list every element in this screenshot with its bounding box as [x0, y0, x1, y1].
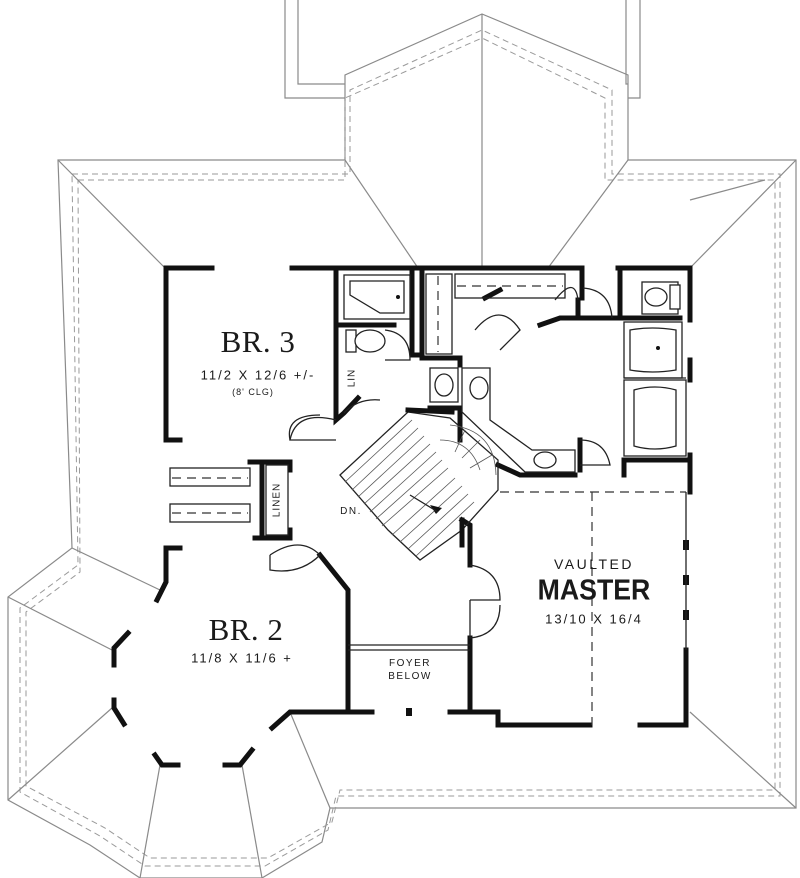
- staircase: [339, 407, 499, 561]
- br3-dimensions: 11/2 X 12/6 +/-: [200, 367, 316, 383]
- master-name: MASTER: [537, 574, 651, 607]
- stair-down-label: DN.: [340, 506, 362, 517]
- roof-hips: [7, 14, 797, 878]
- linen-lower-label: LINEN: [271, 482, 283, 518]
- br2-dimensions: 11/8 X 11/6 +: [191, 650, 293, 666]
- master-wall-marks: [406, 540, 689, 716]
- br3-name: BR. 3: [220, 324, 296, 359]
- door-swings: [269, 286, 613, 639]
- master-vaulted-label: VAULTED: [554, 556, 634, 572]
- closet-shelves: [169, 273, 566, 536]
- master-vault-lines: [500, 491, 687, 725]
- foyer-below-label: BELOW: [388, 671, 432, 682]
- linen-upper-label: LIN: [346, 368, 358, 388]
- foyer-label: FOYER: [389, 658, 431, 669]
- br2-name: BR. 2: [208, 612, 284, 647]
- br3-ceiling-note: (8' CLG): [232, 387, 274, 397]
- bath-fixtures: [343, 274, 687, 473]
- foyer-railing: [348, 644, 470, 651]
- eave-line: [19, 29, 781, 867]
- master-dimensions: 13/10 X 16/4: [545, 611, 643, 627]
- exterior-walls: [111, 265, 693, 768]
